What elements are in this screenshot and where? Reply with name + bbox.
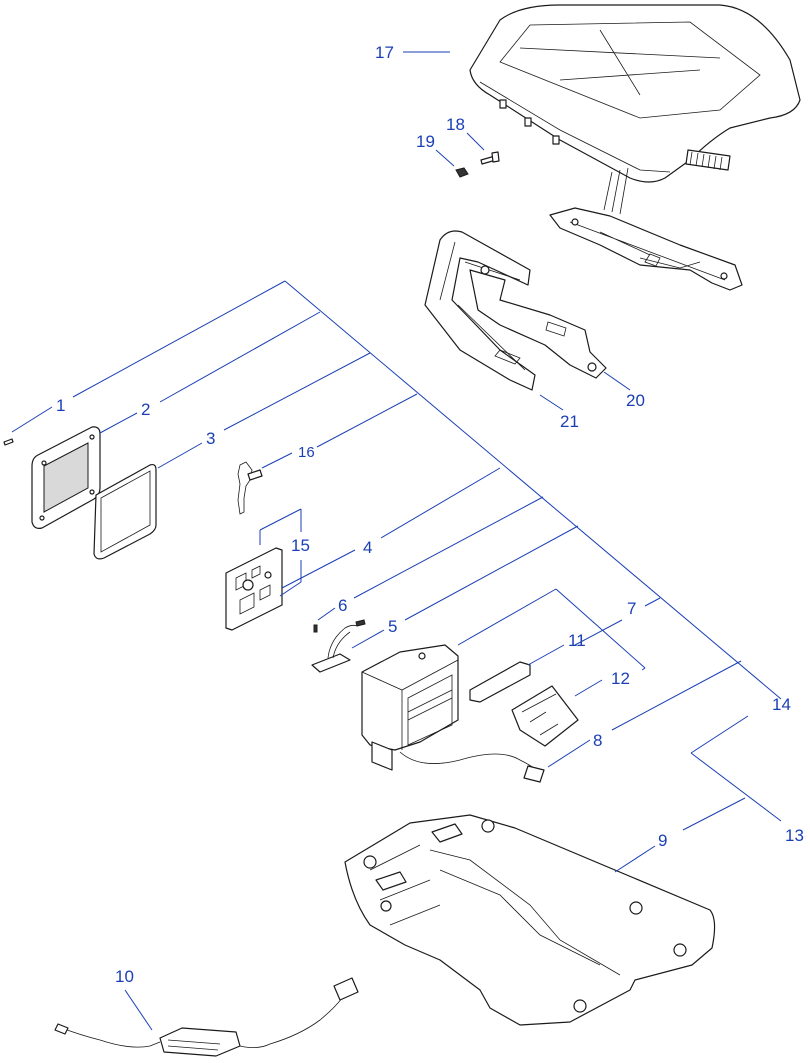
part-17-top-cover [469,4,801,183]
part-9-base-plate [344,814,716,1026]
part-19-nut [455,167,469,178]
callout-20: 20 [626,391,645,410]
part-10-power-supply [54,977,359,1057]
part-4-housing [361,644,545,783]
callout-9: 9 [658,831,667,850]
callout-12: 12 [611,669,630,688]
callout-13: 13 [785,826,804,845]
part-17-bracket [549,167,743,291]
callout-8: 8 [593,731,602,750]
callout-4: 4 [363,538,372,557]
part-16-clip [237,461,263,515]
part-21-frame [424,230,536,391]
part-5-cable-connector [311,619,366,673]
part-12-connector-block [511,685,579,747]
part-6-screw [313,624,318,633]
callout-1: 1 [56,396,65,415]
part-1-screw [3,438,14,446]
callout-19: 19 [416,132,435,151]
callout-10: 10 [115,967,134,986]
callout-7: 7 [627,599,636,618]
part-3-gasket [93,463,157,560]
callout-15: 15 [291,536,310,555]
callout-14: 14 [772,695,791,714]
callout-2: 2 [141,400,150,419]
callout-17: 17 [375,43,394,62]
callout-3: 3 [206,429,215,448]
callout-21: 21 [560,412,579,431]
callout-11: 11 [568,631,586,650]
leader-lines [11,51,782,1031]
part-20-bracket [469,265,607,379]
part-18-screw [480,151,500,165]
part-2-bezel [31,426,101,529]
callout-16: 16 [298,444,315,461]
part-15-circuit-board [225,547,283,631]
callout-18: 18 [446,115,465,134]
part-11-seal [469,661,531,703]
callout-6: 6 [338,596,347,615]
callout-labels: 1 2 3 4 5 6 7 8 9 10 11 12 13 14 15 16 1… [56,43,804,986]
callout-5: 5 [388,617,397,636]
